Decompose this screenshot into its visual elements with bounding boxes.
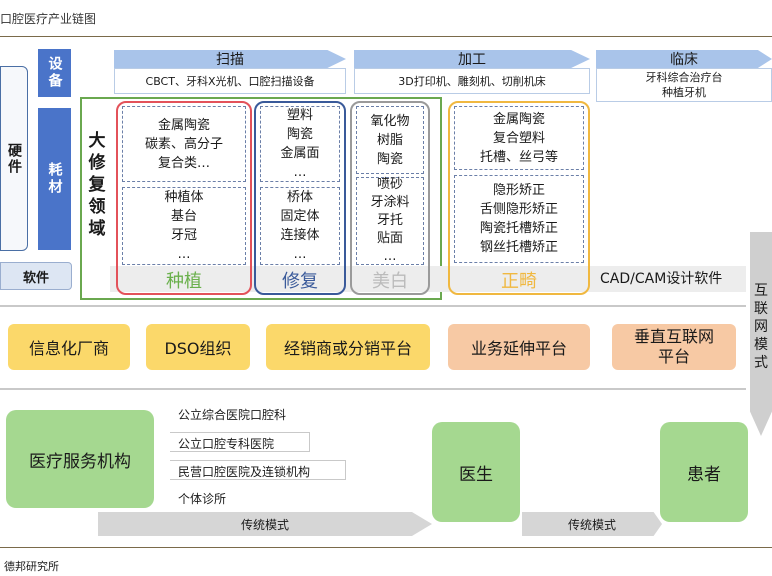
category-restoration-label: 修复 xyxy=(282,271,318,292)
category-orthodontics-label: 正畸 xyxy=(501,271,537,292)
stage-clinical-detail: 牙科综合治疗台 种植牙机 xyxy=(596,68,772,102)
hospital-frame xyxy=(170,432,310,452)
hospital-type: 公立综合医院口腔科 xyxy=(178,408,287,422)
cadcam-software-label: CAD/CAM设计软件 xyxy=(600,271,723,287)
hospital-frame xyxy=(170,460,346,480)
patient-node: 患者 xyxy=(660,422,748,522)
org-distributors: 经销商或分销平台 xyxy=(266,324,430,370)
source-label: 德邦研究所 xyxy=(4,560,59,573)
hardware-box: 硬件 xyxy=(0,66,28,251)
consumables-box: 耗材 xyxy=(38,108,71,250)
orthodontics-products: 隐形矫正 舌侧隐形矫正 陶瓷托槽矫正 钢丝托槽矫正 xyxy=(454,175,584,263)
medical-institutions-node: 医疗服务机构 xyxy=(6,410,154,508)
org-business-extension: 业务延伸平台 xyxy=(448,324,590,370)
doctor-node: 医生 xyxy=(432,422,520,522)
category-whitening: 氧化物 树脂 陶瓷 喷砂 牙涂料 牙托 贴面 … 美白 xyxy=(350,101,430,295)
stage-scan-header: 扫描 xyxy=(114,50,346,68)
restoration-materials: 塑料 陶瓷 金属面 … xyxy=(260,106,340,182)
org-vertical-internet: 垂直互联网平台 xyxy=(612,324,736,370)
orthodontics-materials: 金属陶瓷 复合塑料 托槽、丝弓等 xyxy=(454,106,584,170)
category-restoration: 塑料 陶瓷 金属面 … 桥体 固定体 连接体 … 修复 xyxy=(254,101,346,295)
category-implant-label: 种植 xyxy=(166,271,202,292)
stage-scan-detail: CBCT、牙科X光机、口腔扫描设备 xyxy=(114,68,346,94)
category-whitening-label: 美白 xyxy=(372,271,408,292)
org-it-vendors: 信息化厂商 xyxy=(8,324,130,370)
major-restoration-field-label: 大 修 复 领 域 xyxy=(88,131,106,239)
hospital-type: 民营口腔医院及连锁机构 xyxy=(178,465,311,479)
whitening-materials: 氧化物 树脂 陶瓷 xyxy=(356,106,424,174)
hospital-type: 公立口腔专科医院 xyxy=(178,437,275,451)
bottom-rule xyxy=(0,547,772,548)
software-box: 软件 xyxy=(0,262,72,290)
category-orthodontics: 金属陶瓷 复合塑料 托槽、丝弓等 隐形矫正 舌侧隐形矫正 陶瓷托槽矫正 钢丝托槽… xyxy=(448,101,590,295)
stage-process-detail: 3D打印机、雕刻机、切削机床 xyxy=(354,68,590,94)
restoration-products: 桥体 固定体 连接体 … xyxy=(260,187,340,265)
diagram-title: 口腔医疗产业链图 xyxy=(0,12,97,26)
major-restoration-frame xyxy=(80,97,442,300)
whitening-products: 喷砂 牙涂料 牙托 贴面 … xyxy=(356,177,424,265)
hardware-label: 硬件 xyxy=(6,142,22,175)
traditional-mode-arrow-2: 传统模式 xyxy=(522,512,662,536)
section-divider-1 xyxy=(0,305,746,307)
stage-process-header: 加工 xyxy=(354,50,590,68)
implant-materials: 金属陶瓷 碳素、高分子 复合类… xyxy=(122,106,246,182)
internet-mode-label: 互 联 网 模 式 xyxy=(754,283,768,371)
internet-mode-arrow xyxy=(750,232,772,436)
implant-products: 种植体 基台 牙冠 … xyxy=(122,187,246,265)
category-implant: 金属陶瓷 碳素、高分子 复合类… 种植体 基台 牙冠 … 种植 xyxy=(116,101,252,295)
hospital-type: 个体诊所 xyxy=(178,492,227,506)
traditional-mode-arrow-1: 传统模式 xyxy=(98,512,432,536)
top-rule xyxy=(0,36,772,37)
clinical-line: 牙科综合治疗台 xyxy=(645,71,723,84)
equipment-box: 设备 xyxy=(38,49,71,97)
stage-clinical-header: 临床 xyxy=(596,50,772,68)
section-divider-2 xyxy=(0,388,746,390)
org-dso: DSO组织 xyxy=(146,324,250,370)
clinical-line: 种植牙机 xyxy=(662,86,706,99)
